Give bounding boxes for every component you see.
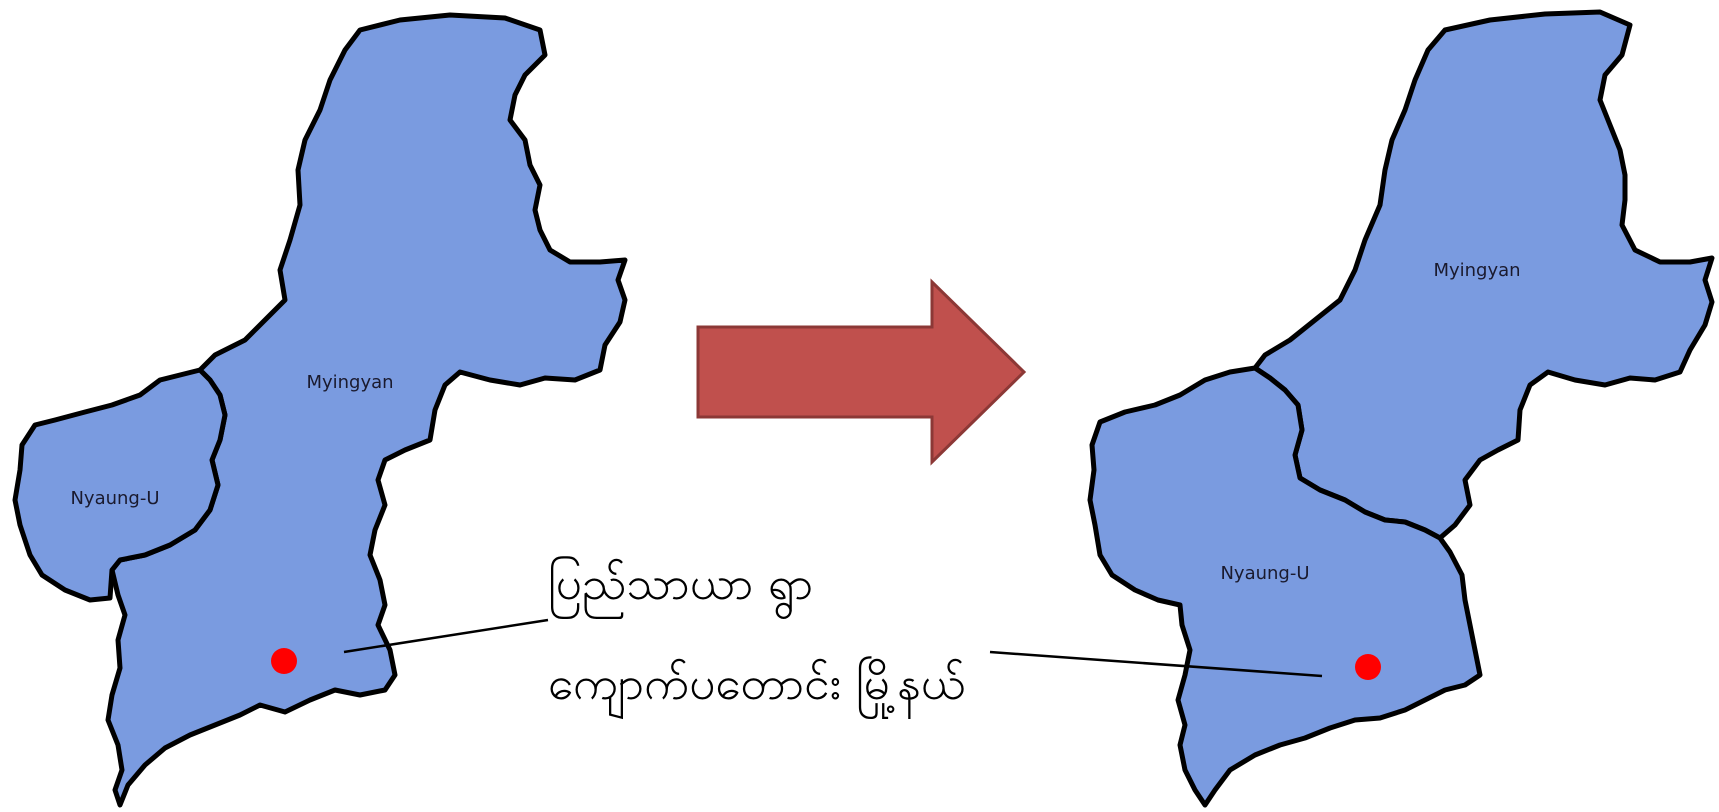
before-location-marker — [271, 648, 297, 674]
after-nyaung-u-region — [1087, 365, 1483, 808]
after-leader-line — [989, 650, 1323, 678]
after-myingyan-region — [1252, 9, 1715, 541]
right-arrow-icon — [696, 278, 1027, 466]
caption-village-name: ပြည်သာယာ ရွာ — [548, 556, 814, 610]
before-map: Myingyan Nyaung-U — [12, 12, 628, 808]
after-myingyan-label: Myingyan — [1433, 260, 1520, 281]
after-nyaung-u-label: Nyaung-U — [1220, 563, 1309, 584]
before-nyaung-u-label: Nyaung-U — [70, 488, 159, 509]
after-location-marker — [1355, 654, 1381, 680]
after-map: Myingyan Nyaung-U — [989, 9, 1715, 808]
caption-township-name: ကျောက်ပတောင်း မြို့နယ် — [548, 656, 966, 710]
before-nyaung-u-region — [12, 367, 228, 603]
before-myingyan-label: Myingyan — [306, 372, 393, 393]
before-leader-line — [343, 618, 549, 654]
transition-arrow — [696, 278, 1027, 466]
